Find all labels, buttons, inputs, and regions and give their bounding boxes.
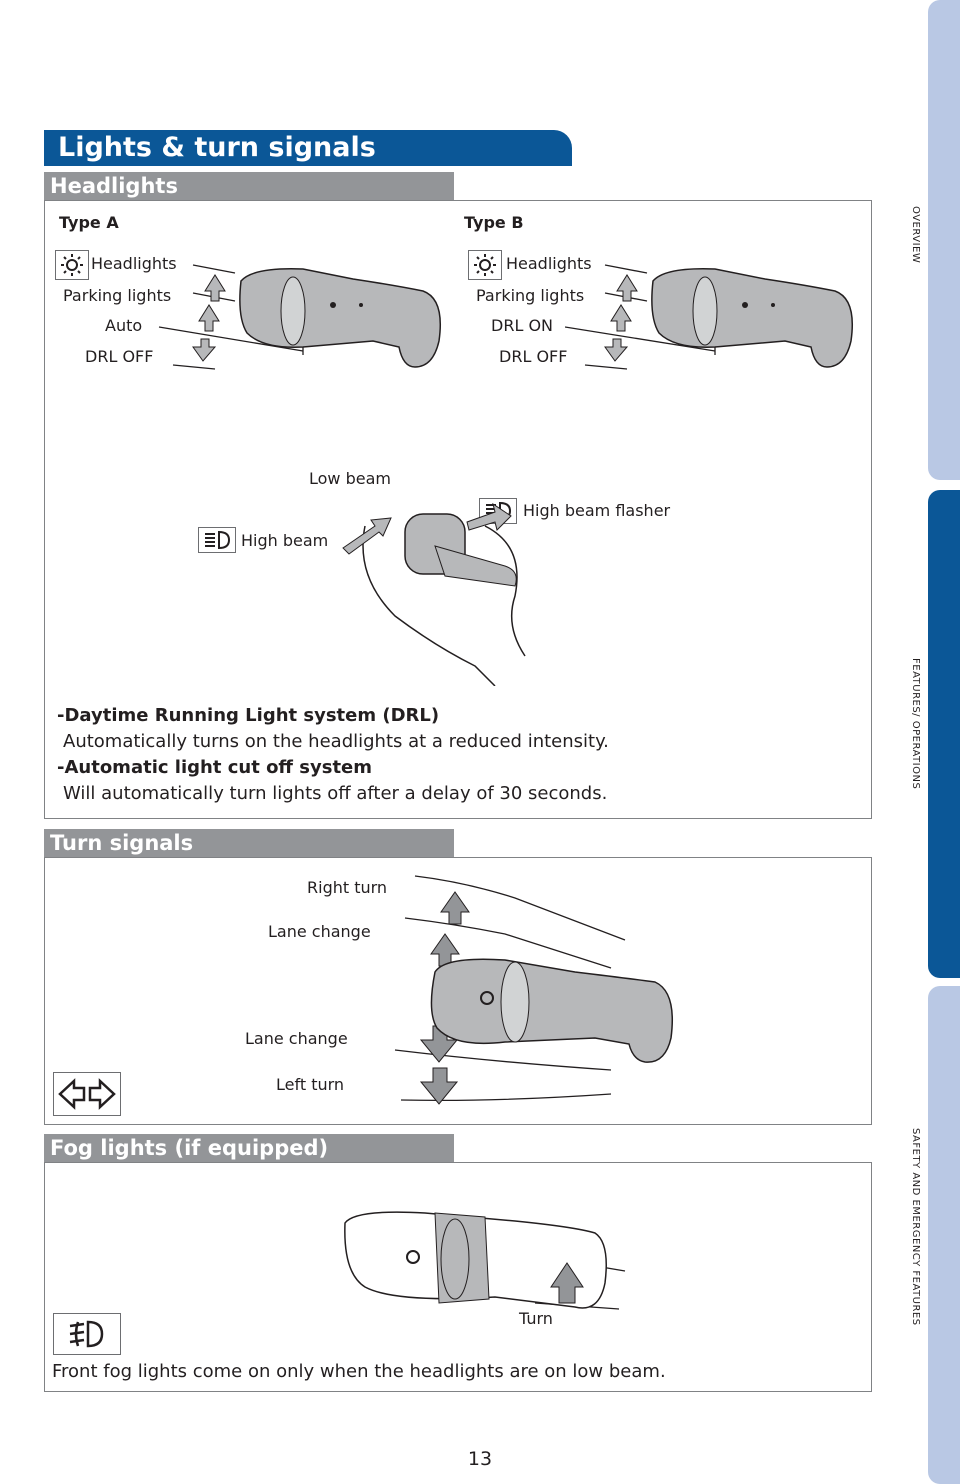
type-b-parking-lights-label: Parking lights [476, 286, 585, 305]
type-a-parking-lights-label: Parking lights [63, 286, 172, 305]
fog-lights-note: Front fog lights come on only when the h… [52, 1361, 666, 1382]
fog-lights-panel: Turn Front fog lights come on only when … [44, 1162, 872, 1392]
page-title: Lights & turn signals [44, 130, 572, 166]
low-beam-label: Low beam [309, 469, 391, 488]
side-tab-overview[interactable] [928, 0, 960, 480]
type-a-label: Type A [59, 213, 119, 232]
type-a-drl-off-label: DRL OFF [85, 347, 154, 366]
headlight-icon-b [468, 250, 502, 280]
turn-signals-section-title: Turn signals [44, 829, 454, 857]
type-b-drl-on-label: DRL ON [491, 316, 553, 335]
fog-lights-section-title: Fog lights (if equipped) [44, 1134, 454, 1162]
left-turn-label: Left turn [276, 1075, 345, 1094]
type-a-auto-label: Auto [105, 316, 143, 335]
turn-signal-lever-illustration [394, 875, 674, 1105]
type-b-drl-off-label: DRL OFF [499, 347, 568, 366]
type-a-lever-illustration [158, 264, 441, 370]
side-tab-overview-label: OVERVIEW [910, 206, 921, 264]
side-tab-safety-label: SAFETY AND EMERGENCY FEATURES [910, 1128, 921, 1326]
headlights-section-title: Headlights [44, 172, 454, 200]
fog-turn-label: Turn [519, 1309, 553, 1328]
beam-hand-illustration [342, 502, 526, 686]
type-b-label: Type B [464, 213, 524, 232]
type-b-lever-illustration [565, 264, 853, 370]
drl-note-text: Automatically turns on the headlights at… [63, 731, 609, 752]
high-beam-icon [198, 527, 236, 553]
fog-light-icon [53, 1313, 121, 1355]
lane-change-down-label: Lane change [245, 1029, 348, 1048]
lane-change-up-label: Lane change [268, 922, 371, 941]
right-turn-label: Right turn [307, 878, 388, 897]
side-tab-safety[interactable] [928, 986, 960, 1484]
headlights-panel: Type A Headlights Parking lights Auto DR… [44, 200, 872, 819]
type-b-headlights-label: Headlights [506, 254, 592, 273]
headlight-icon-a [55, 250, 89, 280]
turn-signals-panel: Right turn Lane change Lane change Left … [44, 857, 872, 1125]
fog-lever-illustration [344, 1211, 626, 1310]
auto-cutoff-note-title: -Automatic light cut off system [57, 757, 373, 778]
high-beam-label: High beam [241, 531, 329, 550]
auto-cutoff-note-text: Will automatically turn lights off after… [63, 783, 608, 804]
side-tab-features-label: FEATURES/ OPERATIONS [910, 658, 921, 790]
high-beam-flasher-label: High beam flasher [523, 501, 671, 520]
page-number: 13 [467, 1448, 493, 1470]
side-tab-features[interactable] [928, 490, 960, 978]
drl-note-title: -Daytime Running Light system (DRL) [57, 705, 440, 726]
turn-signal-icon [53, 1072, 121, 1116]
type-a-headlights-label: Headlights [91, 254, 177, 273]
